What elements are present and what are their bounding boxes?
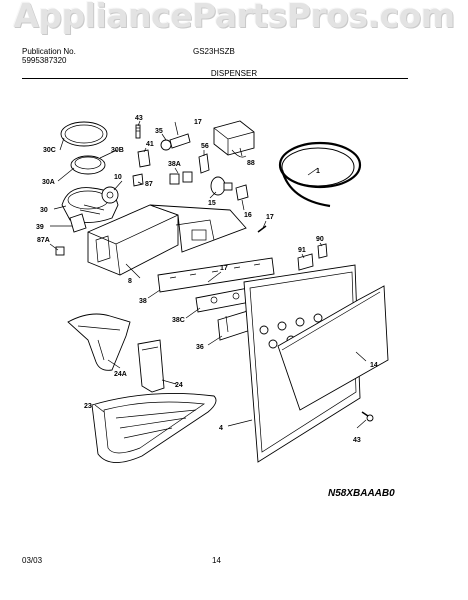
callout-87: 87 — [145, 181, 153, 188]
part-10-gear — [101, 186, 119, 204]
part-14-overlay — [277, 285, 389, 411]
callout-35: 35 — [155, 128, 163, 135]
callout-30a: 30A — [42, 179, 55, 186]
part-38-circuit-board — [157, 257, 275, 293]
callout-1: 1 — [316, 168, 320, 175]
part-24a-funnel — [67, 313, 131, 371]
part-90-clip — [317, 243, 328, 259]
callout-10: 10 — [114, 174, 122, 181]
model-number: GS23HSZB — [193, 47, 235, 56]
part-91-bracket — [297, 253, 314, 271]
publication-label: Publication No. — [22, 47, 76, 56]
footer-page-number: 14 — [212, 556, 221, 565]
part-15-bulb — [210, 176, 233, 196]
part-87a-clip — [55, 246, 65, 256]
callout-30c: 30C — [43, 147, 56, 154]
callout-41: 41 — [146, 141, 154, 148]
part-88-module — [213, 120, 255, 158]
watermark: AppliancePartsPros.com — [13, 0, 455, 35]
callout-24: 24 — [175, 382, 183, 389]
part-30c-ring — [60, 121, 108, 147]
part-24-paddle — [137, 339, 165, 393]
part-39-bracket — [69, 213, 87, 233]
callout-39: 39 — [36, 224, 44, 231]
part-23-drip-tray — [91, 392, 217, 463]
callout-56: 56 — [201, 143, 209, 150]
callout-17c: 17 — [220, 265, 228, 272]
header-rule — [22, 78, 408, 79]
callout-30: 30 — [40, 207, 48, 214]
callout-23: 23 — [84, 403, 92, 410]
footer-date: 03/03 — [22, 556, 43, 565]
callout-88: 88 — [247, 160, 255, 167]
diagram-code: N58XBAAAB0 — [328, 488, 395, 499]
callout-38c: 38C — [172, 317, 185, 324]
part-38a-switches — [169, 171, 193, 185]
callout-87a: 87A — [37, 237, 50, 244]
callout-14: 14 — [370, 362, 378, 369]
callout-30b: 30B — [111, 147, 124, 154]
callout-8: 8 — [128, 278, 132, 285]
publication-number: 5995387320 — [22, 56, 67, 65]
callout-90: 90 — [316, 236, 324, 243]
callout-16: 16 — [244, 212, 252, 219]
callout-17: 17 — [194, 119, 202, 126]
section-title: DISPENSER — [210, 69, 258, 78]
callout-43: 43 — [135, 115, 143, 122]
callout-15: 15 — [208, 200, 216, 207]
callout-91: 91 — [298, 247, 306, 254]
callout-4: 4 — [219, 425, 223, 432]
part-1-water-tube — [278, 141, 362, 208]
callout-17b: 17 — [266, 214, 274, 221]
leader-lines — [49, 120, 367, 429]
part-43-screw-bottom — [361, 411, 374, 422]
callout-36: 36 — [196, 344, 204, 351]
part-16-socket — [235, 184, 249, 201]
callout-38a: 38A — [168, 161, 181, 168]
callout-38: 38 — [139, 298, 147, 305]
part-8-dispenser-frame — [87, 204, 247, 276]
part-30b-disc — [70, 155, 106, 175]
part-35-switch — [160, 133, 191, 151]
callout-24a: 24A — [114, 371, 127, 378]
part-17-screw — [257, 225, 267, 233]
callout-43b: 43 — [353, 437, 361, 444]
part-43-screw — [135, 124, 141, 139]
